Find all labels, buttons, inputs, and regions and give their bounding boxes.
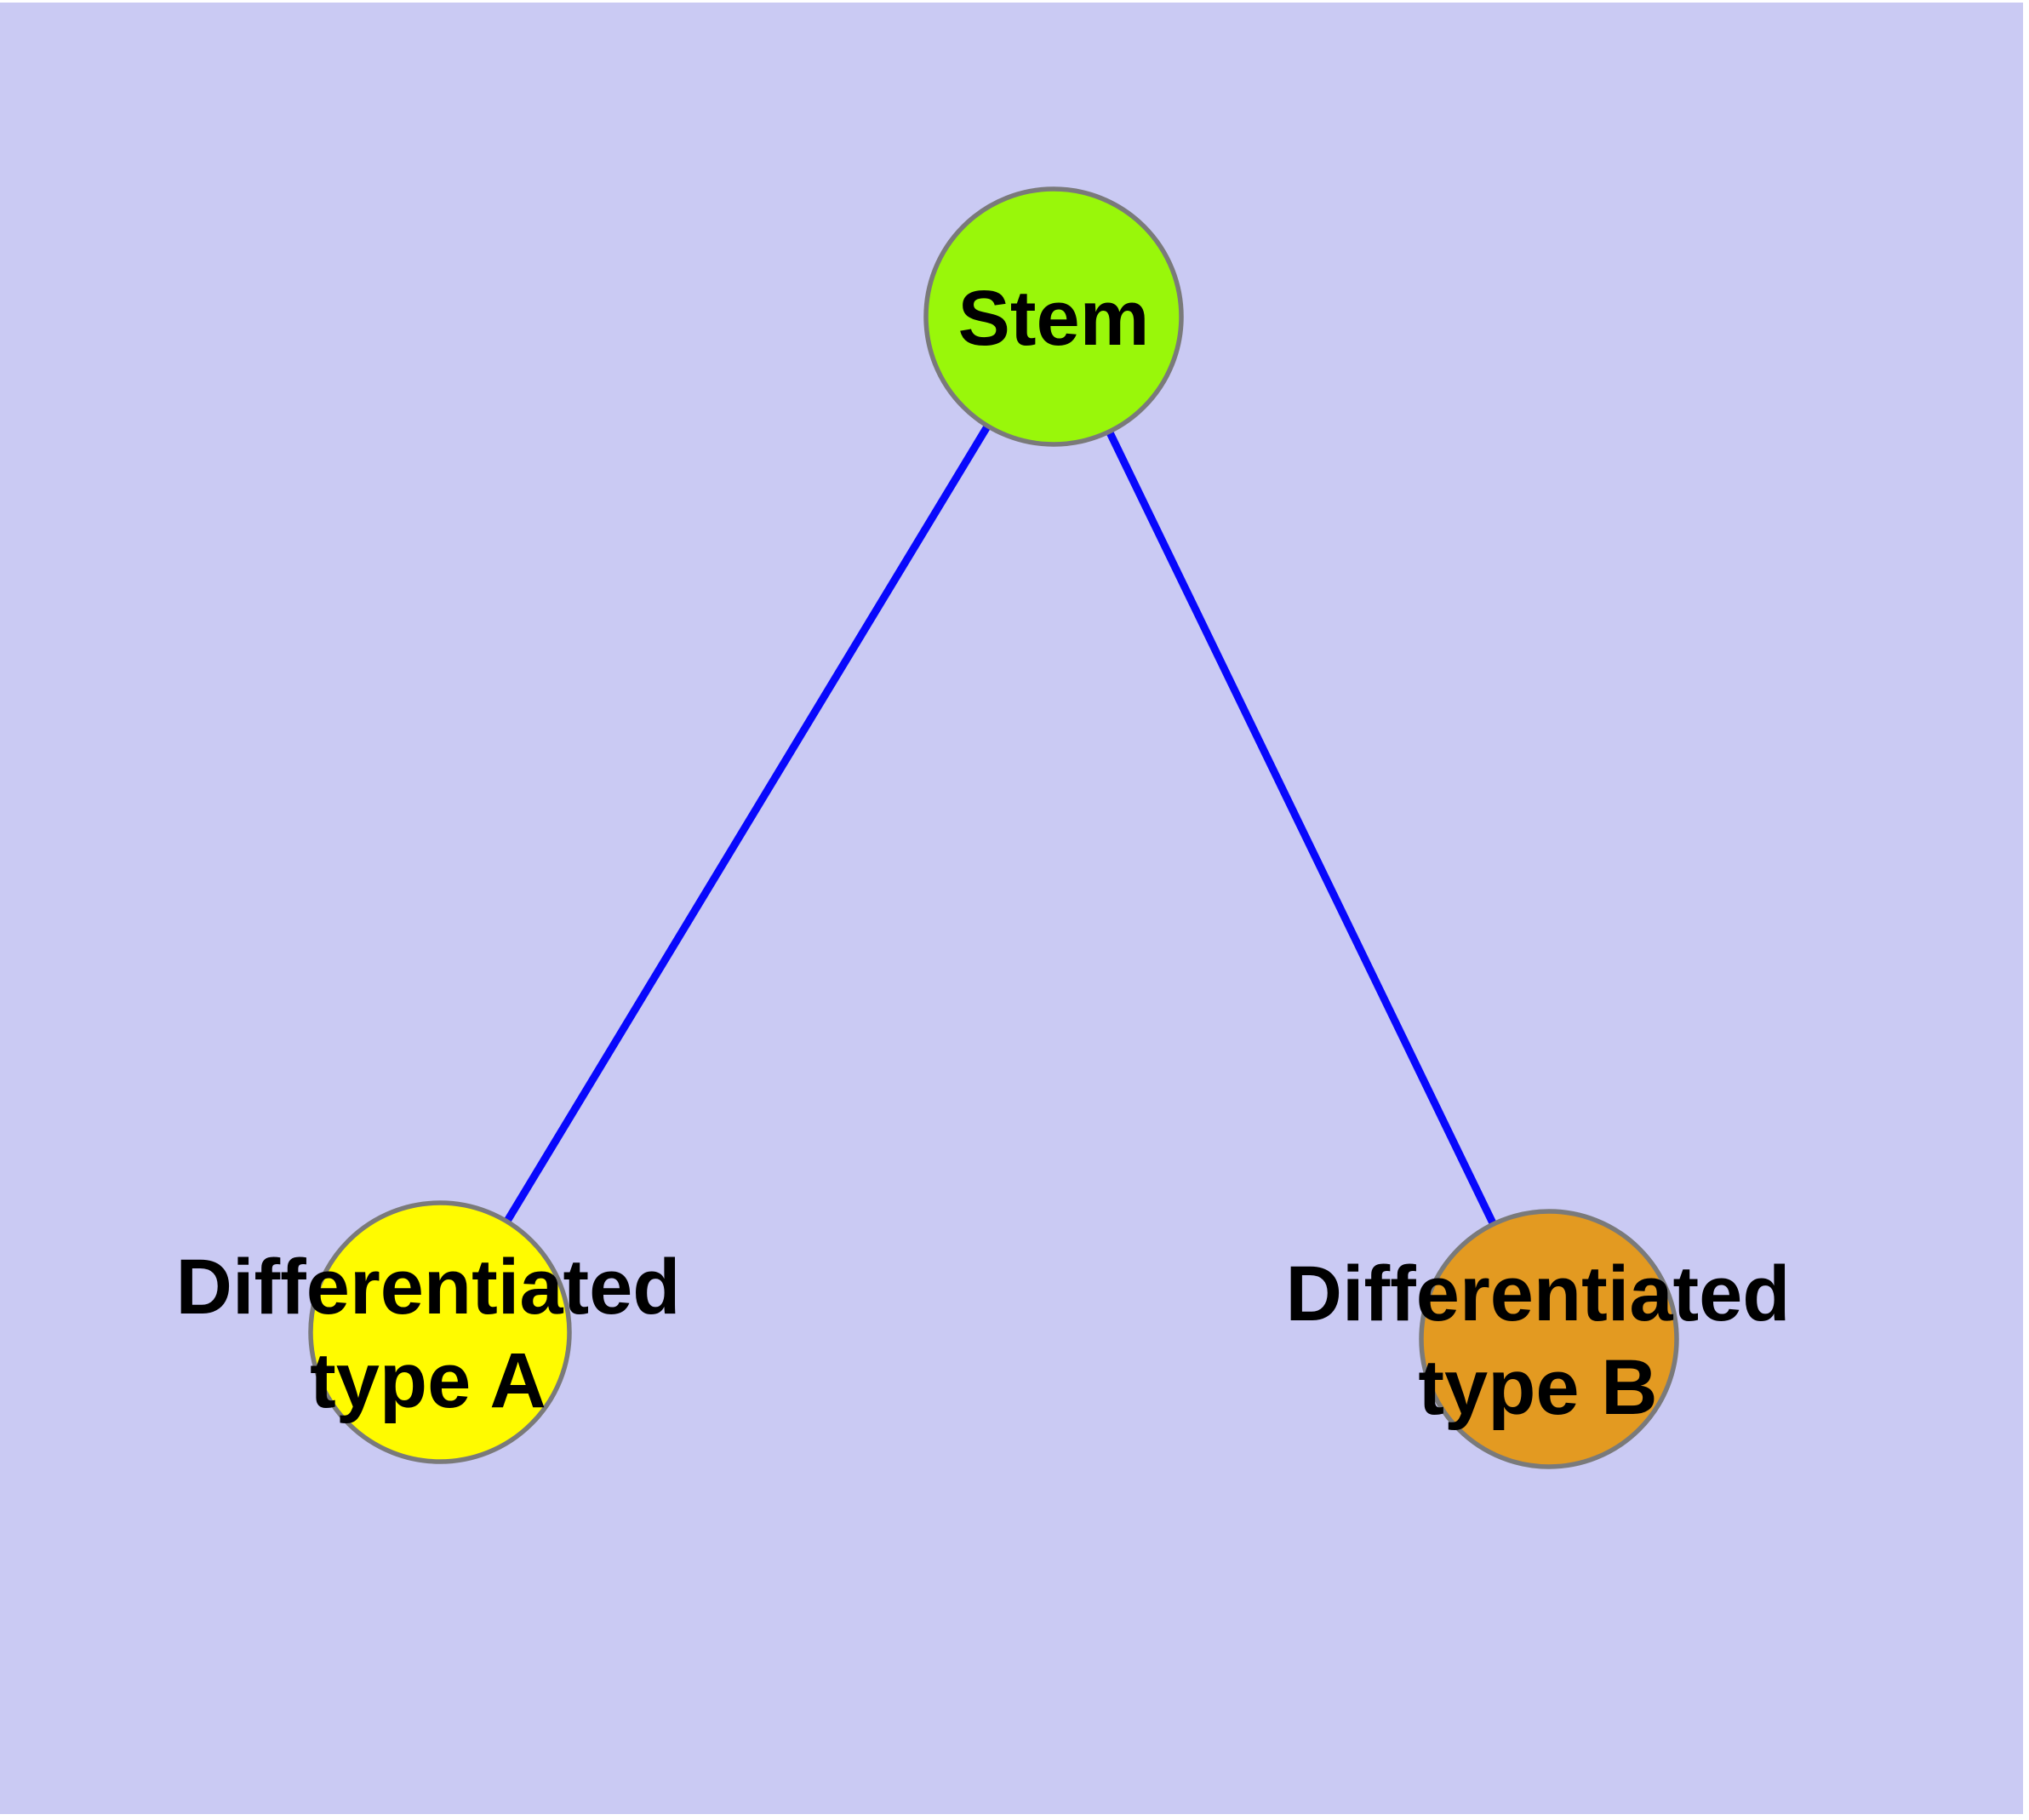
edge-stem-to-differentiated-type-b bbox=[1049, 315, 1553, 1341]
node-differentiated-type-b bbox=[1419, 1209, 1679, 1469]
node-label-line: type A bbox=[310, 1337, 546, 1424]
node-differentiated-type-a bbox=[308, 1200, 572, 1464]
node-label-line: Differentiated bbox=[1286, 1251, 1791, 1337]
node-label-line: Stem bbox=[958, 275, 1150, 362]
node-label-stem: Stem bbox=[958, 275, 1150, 362]
edge-stem-to-differentiated-type-a bbox=[437, 314, 1057, 1335]
node-label-line: type B bbox=[1418, 1344, 1657, 1431]
node-stem bbox=[923, 186, 1184, 447]
node-label-line: Differentiated bbox=[176, 1244, 681, 1331]
